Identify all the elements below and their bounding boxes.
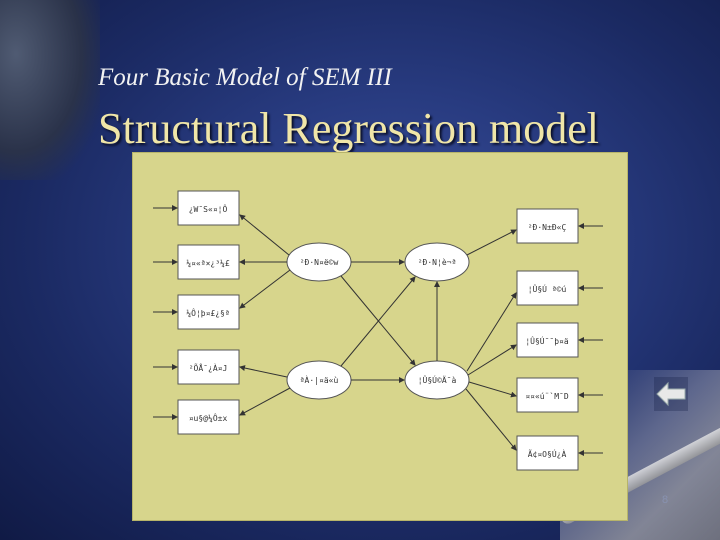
svg-text:¤u§@¼Ô±x: ¤u§@¼Ô±x — [189, 412, 228, 423]
left-error-arrows — [153, 205, 178, 420]
svg-text:²Ð·N±Ð«Ç: ²Ð·N±Ð«Ç — [528, 223, 567, 232]
slide-subtitle: Four Basic Model of SEM III — [98, 64, 392, 91]
page-number: 8 — [662, 494, 669, 506]
svg-text:¤¤«ú¨`M¯D: ¤¤«ú¨`M¯D — [525, 391, 569, 401]
left-indicator-1: ¿W¯S«¤¦Ô — [177, 190, 240, 226]
latent-3: ªÀ·|¤ä«ù — [286, 360, 352, 400]
left-arrow-icon[interactable] — [654, 377, 688, 411]
right-indicator-4: ¤¤«ú¨`M¯D — [516, 377, 579, 413]
right-indicator-2: ¦Û§Ú ª©ú — [516, 270, 579, 306]
latent-2: ²Ð·N¦è¬ª — [404, 242, 470, 282]
right-indicator-1: ²Ð·N±Ð«Ç — [516, 208, 579, 244]
svg-text:¦Û§Ú ª©ú: ¦Û§Ú ª©ú — [528, 283, 567, 294]
right-error-arrows — [578, 223, 603, 456]
left-indicator-5: ¤u§@¼Ô±x — [177, 399, 240, 435]
svg-text:¦Û§Ú©Ä¯à: ¦Û§Ú©Ä¯à — [418, 374, 457, 385]
svg-text:¼Ô¦þ¤£¿§ª: ¼Ô¦þ¤£¿§ª — [186, 307, 229, 318]
sem-diagram-svg: ¿W¯S«¤¦Ô ¼¤«ª×¿³¼£ ¼Ô¦þ¤£¿§ª ²ÕÅ¯¿À¤J ¤u… — [153, 190, 603, 471]
left-indicator-4: ²ÕÅ¯¿À¤J — [177, 349, 240, 385]
svg-text:¿W¯S«¤¦Ô: ¿W¯S«¤¦Ô — [189, 203, 228, 214]
right-indicator-5: Ã¢¤O§Ú¿À — [516, 435, 579, 471]
left-indicator-2: ¼¤«ª×¿³¼£ — [177, 244, 240, 280]
svg-text:Ã¢¤O§Ú¿À: Ã¢¤O§Ú¿À — [528, 448, 567, 459]
svg-text:²ÕÅ¯¿À¤J: ²ÕÅ¯¿À¤J — [189, 362, 228, 373]
svg-text:¦Û§Ú¯¯þ¤ä: ¦Û§Ú¯¯þ¤ä — [525, 335, 569, 346]
svg-text:ªÀ·|¤ä«ù: ªÀ·|¤ä«ù — [300, 374, 339, 385]
sem-diagram: ¿W¯S«¤¦Ô ¼¤«ª×¿³¼£ ¼Ô¦þ¤£¿§ª ²ÕÅ¯¿À¤J ¤u… — [132, 152, 628, 521]
svg-text:¼¤«ª×¿³¼£: ¼¤«ª×¿³¼£ — [186, 259, 230, 268]
latent-4: ¦Û§Ú©Ä¯à — [404, 360, 470, 400]
path-arrows — [239, 214, 517, 451]
svg-text:²Ð·N¦è¬ª: ²Ð·N¦è¬ª — [418, 257, 457, 267]
right-indicator-3: ¦Û§Ú¯¯þ¤ä — [516, 322, 579, 358]
slide-title: Structural Regression model — [98, 104, 600, 153]
svg-text:²Ð·N¤ë©w: ²Ð·N¤ë©w — [300, 258, 339, 267]
latent-1: ²Ð·N¤ë©w — [286, 242, 352, 282]
left-indicator-3: ¼Ô¦þ¤£¿§ª — [177, 294, 240, 330]
decor-corner-object — [0, 0, 100, 180]
